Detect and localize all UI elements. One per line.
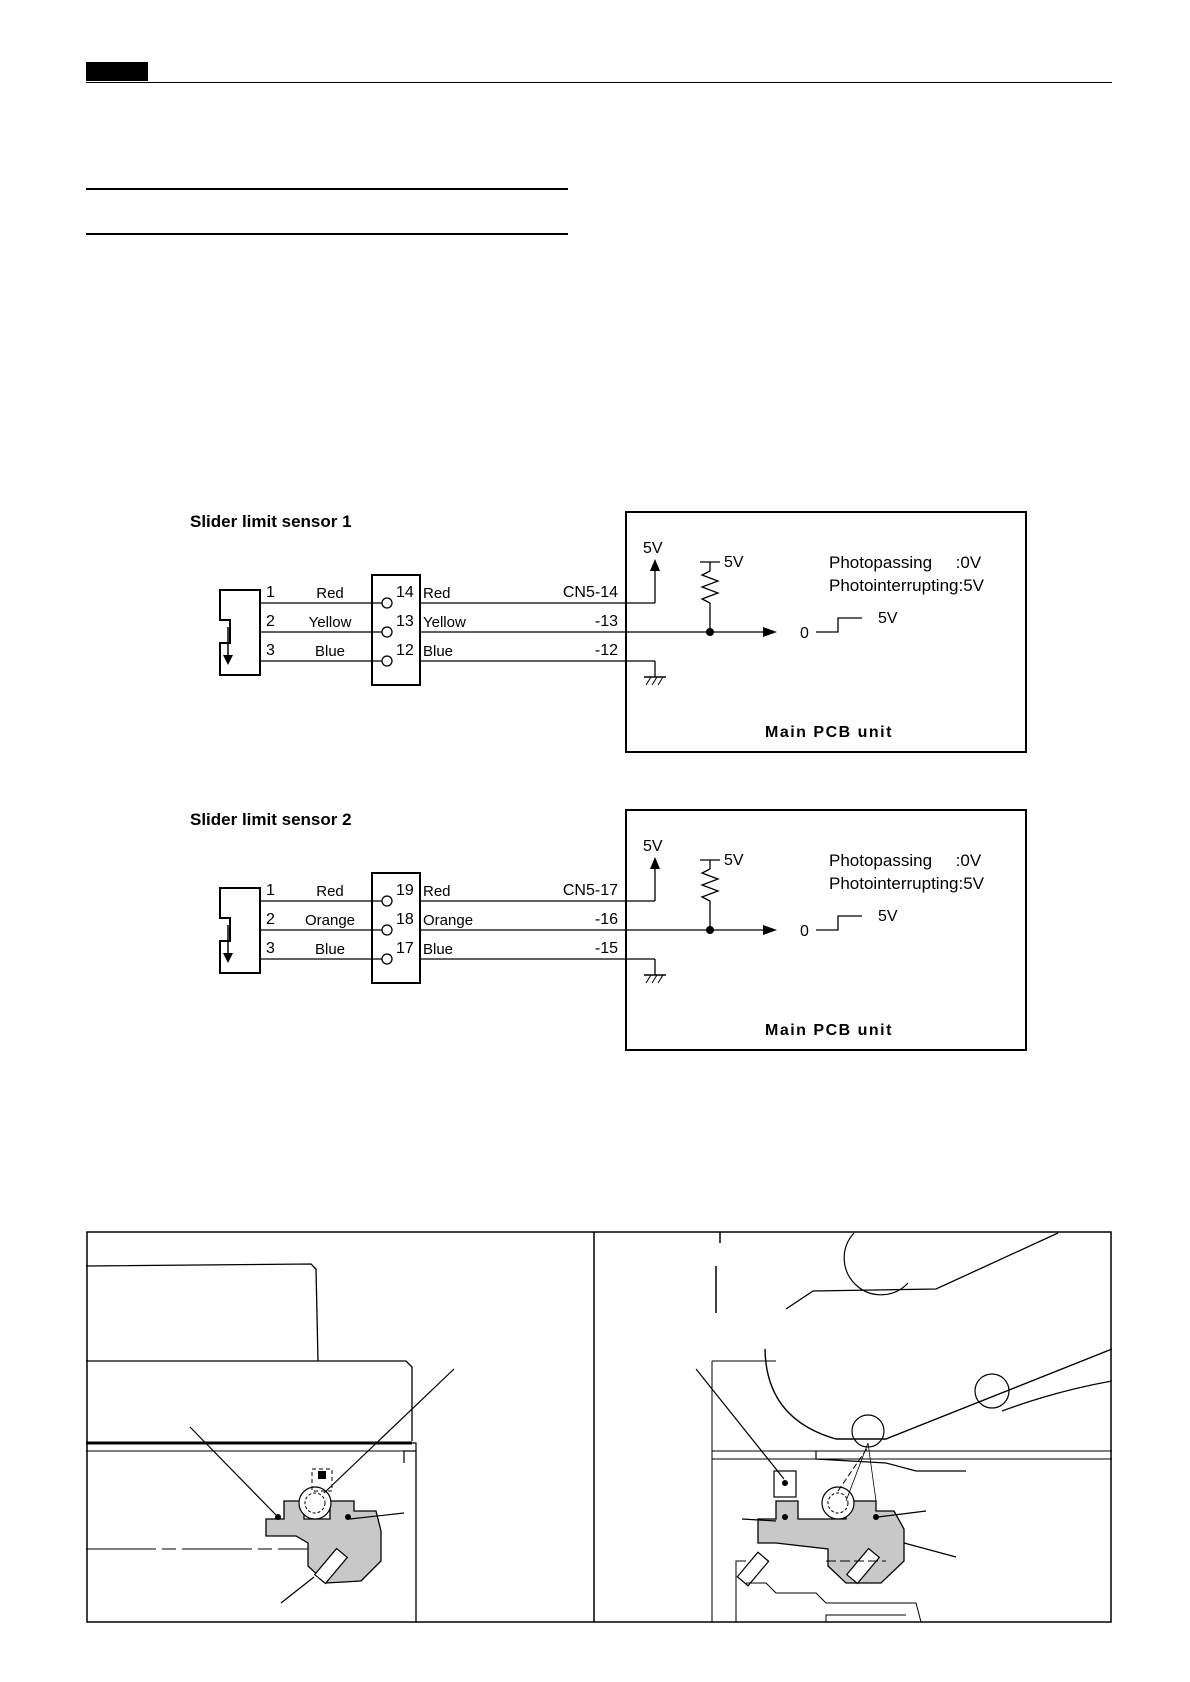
sensor-1-title: Slider limit sensor 1 bbox=[190, 512, 352, 531]
sensor-2-title: Slider limit sensor 2 bbox=[190, 810, 352, 829]
connector-block bbox=[371, 574, 421, 686]
signal-arrow-icon bbox=[763, 925, 777, 935]
section-rule-bottom bbox=[86, 233, 568, 235]
waveform bbox=[816, 915, 862, 931]
supply-arrow-icon bbox=[650, 857, 660, 869]
conn-wire-3-color: Blue bbox=[423, 643, 453, 660]
note-line-2: Photointerrupting:5V bbox=[829, 874, 985, 893]
note-line-1: Photopassing :0V bbox=[829, 851, 982, 870]
wire-1-color: Red bbox=[316, 883, 344, 900]
conn-pin-3: 12 bbox=[396, 642, 414, 659]
note-line-2: Photointerrupting:5V bbox=[829, 576, 985, 595]
note-line-1: Photopassing :0V bbox=[829, 553, 982, 572]
connector-block bbox=[371, 872, 421, 984]
sensor-location-illustration bbox=[86, 1231, 1112, 1623]
wire-2-pin: 2 bbox=[266, 911, 275, 928]
conn-wire-1-color: Red bbox=[423, 585, 451, 602]
supply-arrow-icon bbox=[650, 559, 660, 571]
cn-label-3: -12 bbox=[595, 642, 618, 659]
wire-3-color: Blue bbox=[315, 941, 345, 958]
cn-label-1: CN5-14 bbox=[563, 584, 618, 601]
pcb-label: Main PCB unit bbox=[765, 1022, 893, 1039]
conn-wire-3-color: Blue bbox=[423, 941, 453, 958]
conn-pin-3: 17 bbox=[396, 940, 414, 957]
wire-3-color: Blue bbox=[315, 643, 345, 660]
header-rule bbox=[86, 82, 1112, 83]
wire-1-pin: 1 bbox=[266, 584, 275, 601]
resistor-icon bbox=[700, 570, 720, 604]
pcb-label: Main PCB unit bbox=[765, 724, 893, 741]
cn-label-3: -15 bbox=[595, 940, 618, 957]
sensor-arrow-icon bbox=[223, 953, 233, 963]
vcc-label: 5V bbox=[643, 540, 663, 557]
slider-part-left bbox=[265, 1500, 382, 1584]
wire-3-pin: 3 bbox=[266, 642, 275, 659]
pcb-box bbox=[625, 809, 1027, 1051]
wire-2-color: Orange bbox=[305, 912, 355, 929]
sensor-2-circuit: 1 2 3 Red Orange Blue 19 18 17 Red Orang… bbox=[219, 809, 1027, 1051]
pullup-label: 5V bbox=[724, 554, 744, 571]
conn-wire-1-color: Red bbox=[423, 883, 451, 900]
right-panel bbox=[695, 1232, 1112, 1623]
wave-high-label: 5V bbox=[878, 908, 898, 925]
signal-arrow-icon bbox=[763, 627, 777, 637]
conn-pin-1: 19 bbox=[396, 882, 414, 899]
wire-1-pin: 1 bbox=[266, 882, 275, 899]
sensor-body bbox=[219, 589, 261, 676]
wave-low-label: 0 bbox=[800, 625, 809, 642]
left-panel bbox=[86, 1263, 455, 1622]
pullup-label: 5V bbox=[724, 852, 744, 869]
cn-label-2: -16 bbox=[595, 911, 618, 928]
waveform bbox=[816, 617, 862, 633]
wave-low-label: 0 bbox=[800, 923, 809, 940]
header-tab-block bbox=[86, 62, 148, 81]
conn-pin-1: 14 bbox=[396, 584, 414, 601]
pcb-box bbox=[625, 511, 1027, 753]
sensor-body bbox=[219, 887, 261, 974]
cn-label-2: -13 bbox=[595, 613, 618, 630]
conn-pin-2: 18 bbox=[396, 911, 414, 928]
sensor-1-circuit: 1 2 3 Red Yellow Blue 14 13 12 Red Yello… bbox=[219, 511, 1027, 753]
illustration-frame bbox=[86, 1231, 1112, 1623]
conn-pin-2: 13 bbox=[396, 613, 414, 630]
wire-3-pin: 3 bbox=[266, 940, 275, 957]
conn-wire-2-color: Orange bbox=[423, 912, 473, 929]
wire-2-pin: 2 bbox=[266, 613, 275, 630]
vcc-label: 5V bbox=[643, 838, 663, 855]
wire-1-color: Red bbox=[316, 585, 344, 602]
conn-wire-2-color: Yellow bbox=[423, 614, 466, 631]
resistor-icon bbox=[700, 868, 720, 902]
cn-label-1: CN5-17 bbox=[563, 882, 618, 899]
sensor-arrow-icon bbox=[223, 655, 233, 665]
section-rule-top bbox=[86, 188, 568, 190]
wire-2-color: Yellow bbox=[309, 614, 352, 631]
wave-high-label: 5V bbox=[878, 610, 898, 627]
